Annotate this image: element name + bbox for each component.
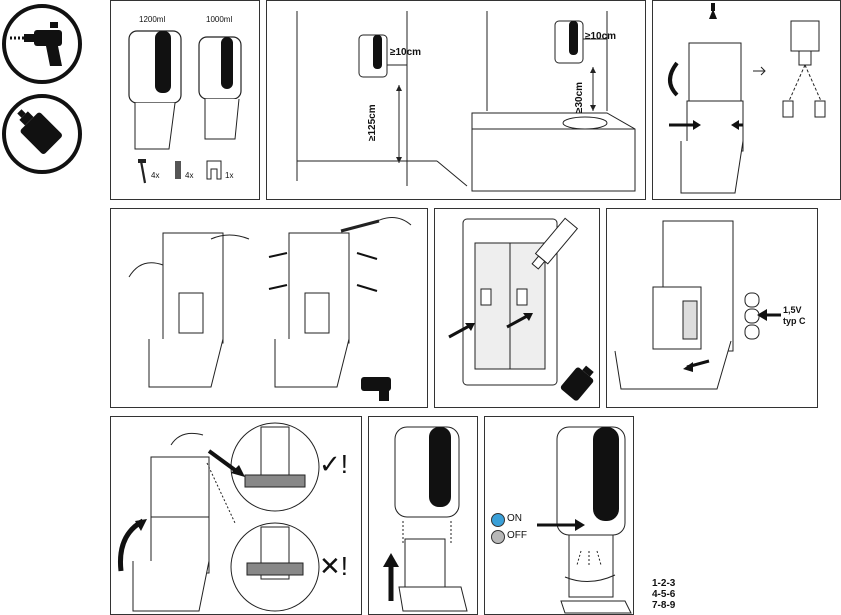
on-label: ON bbox=[507, 513, 522, 524]
off-indicator bbox=[491, 530, 505, 544]
off-label: OFF bbox=[507, 530, 527, 541]
battery-voltage: 1,5V bbox=[783, 305, 802, 315]
plugs-qty: 4x bbox=[185, 171, 194, 180]
panel-wall-mounting bbox=[110, 208, 428, 408]
check-mark: ✓! bbox=[319, 449, 349, 479]
wall-mount-drawing bbox=[128, 217, 412, 401]
clip-qty: 1x bbox=[225, 171, 234, 180]
glue-icon-circle bbox=[2, 94, 82, 174]
cross-mark: ✕! bbox=[319, 551, 349, 581]
backplate-drawing bbox=[448, 217, 594, 401]
drill-icon bbox=[10, 22, 62, 66]
nozzle-check-drawing bbox=[117, 422, 320, 612]
size-1000-label: 1000ml bbox=[206, 15, 233, 24]
panel-glue-backplate bbox=[434, 208, 600, 408]
glue-tube-icon bbox=[17, 109, 62, 154]
panel-dispenser-sizes: 1200ml 1000ml 4x 4x 1x bbox=[110, 0, 260, 200]
drill-icon-circle bbox=[2, 4, 82, 84]
floor-height-label: ≥125cm bbox=[367, 104, 378, 141]
room-drawing bbox=[296, 11, 636, 192]
size-1200-label: 1200ml bbox=[139, 15, 166, 24]
sequence-row-3: 7-8-9 bbox=[652, 600, 676, 611]
sequence-row-2: 4-5-6 bbox=[652, 589, 676, 600]
battery-drawing bbox=[614, 220, 781, 390]
open-dispenser-drawing bbox=[668, 3, 826, 194]
panel-nozzle-check: ✓! ✕! bbox=[110, 416, 362, 615]
panel-mounting-distances: ≥10cm ≥125cm ≥10cm ≥30cm bbox=[266, 0, 646, 200]
step-sequence: 1-2-3 4-5-6 7-8-9 bbox=[652, 578, 675, 611]
sensor-drawing bbox=[537, 426, 632, 614]
panel-open-dispenser bbox=[652, 0, 841, 200]
drip-tray-drawing bbox=[383, 426, 468, 612]
sequence-row-1: 1-2-3 bbox=[652, 578, 676, 589]
sink-height-label: ≥30cm bbox=[574, 81, 585, 113]
dispenser-pair-drawing bbox=[128, 30, 242, 184]
battery-type: typ C bbox=[783, 316, 806, 326]
side-gap-label: ≥10cm bbox=[390, 47, 422, 58]
panel-batteries: 1,5V typ C bbox=[606, 208, 818, 408]
screws-qty: 4x bbox=[151, 171, 160, 180]
panel-sensor-on-off: ON OFF bbox=[484, 416, 634, 615]
on-indicator bbox=[491, 513, 505, 527]
panel-drip-tray bbox=[368, 416, 478, 615]
side-gap-label-2: ≥10cm bbox=[585, 31, 617, 42]
